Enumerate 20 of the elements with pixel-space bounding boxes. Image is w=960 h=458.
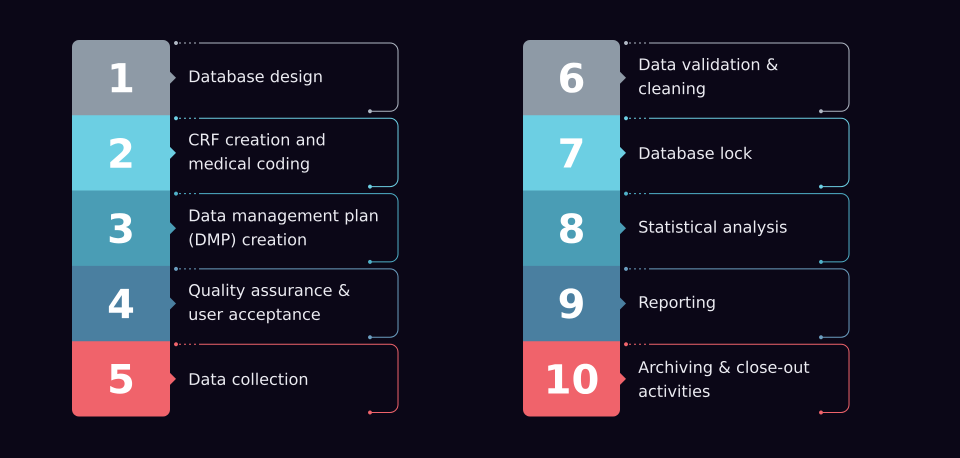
step-tile: 9 [523, 266, 626, 342]
step-tile: 7 [523, 115, 626, 191]
step-label: Reporting [640, 296, 715, 312]
step-tile: 4 [72, 266, 176, 342]
step-label: Data collection [190, 372, 308, 386]
step-label: Data management plan (DMP) creation [190, 209, 378, 248]
step-tile: 1 [72, 40, 176, 116]
step-tile: 10 [523, 341, 626, 416]
step-label: Statistical analysis [639, 220, 787, 236]
step-label: Quality assurance & user acceptance [189, 284, 350, 324]
step-label: Database design [190, 70, 322, 86]
step-label: Database lock [640, 146, 752, 160]
step-label: Archiving & close-out activities [638, 360, 810, 398]
step-label: Data validation & cleaning [639, 58, 778, 98]
step-tile: 8 [523, 190, 626, 266]
step-tile: 6 [523, 40, 626, 116]
step-tile: 2 [72, 115, 176, 191]
step-tile: 3 [72, 190, 176, 266]
step-tile: 5 [72, 341, 176, 416]
step-label: CRF creation and medical coding [189, 133, 324, 173]
